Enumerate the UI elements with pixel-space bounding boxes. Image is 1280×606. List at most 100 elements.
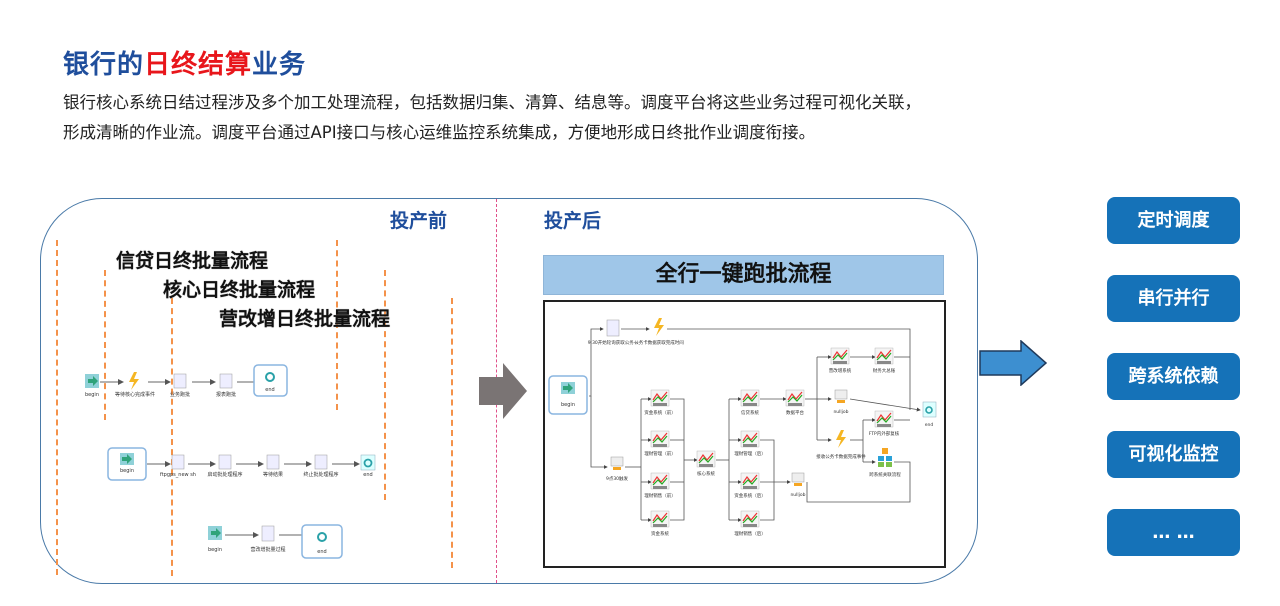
job-icon (314, 454, 328, 470)
flow1: begin 等待核心完成事件 业务跑批 报表跑批 end (85, 364, 288, 398)
svg-text:报表跑批: 报表跑批 (216, 391, 236, 398)
svg-text:begin: begin (208, 547, 222, 553)
svg-text:等待结果: 等待结果 (263, 471, 283, 478)
nulljob-1: nulljob (833, 389, 849, 415)
feature-serial-parallel: 串行并行 (1107, 275, 1240, 322)
system-node-core: 核心系统 (696, 450, 715, 477)
system-node-wealth_sales_pre: 理财销售（前） (644, 472, 676, 499)
svg-text:nulljob: nulljob (790, 492, 805, 498)
guide-line (56, 240, 58, 575)
title-suffix: 业务 (252, 50, 307, 80)
nulljob-2: nulljob (790, 472, 806, 498)
title-highlight: 日终结算 (144, 50, 253, 80)
svg-text:end: end (317, 549, 326, 555)
guide-line (336, 240, 338, 410)
system-node-wealth_mgmt_pre: 理财管理（前） (644, 430, 676, 457)
system-node-fund_post: 资金系统（后） (734, 472, 766, 499)
job-icon (261, 525, 275, 542)
event-icon (654, 318, 664, 336)
svg-text:财务大总账: 财务大总账 (873, 367, 896, 374)
timer-job-icon (606, 319, 620, 337)
feature-more: … … (1107, 509, 1240, 556)
svg-text:公务卡数据获取完成时间: 公务卡数据获取完成时间 (634, 339, 684, 346)
process-label-vat: 营改增日终批量流程 (219, 308, 391, 330)
system-node-fund_pre: 资金系统（前） (644, 389, 676, 416)
svg-text:end: end (265, 387, 274, 393)
svg-text:begin: begin (120, 468, 134, 474)
system-node-vat: 营改增系统 (829, 347, 852, 374)
feature-visual-monitor: 可视化监控 (1107, 431, 1240, 478)
system-node-wealth_mgmt_post: 理财管理（后） (734, 430, 766, 457)
svg-text:理财销售（后）: 理财销售（后） (734, 530, 766, 537)
after-end-node: end (922, 401, 937, 428)
feature-cross-system: 跨系统依赖 (1107, 353, 1240, 400)
svg-text:FTP内外部复核: FTP内外部复核 (869, 430, 900, 437)
svg-text:资金系统: 资金系统 (651, 530, 669, 537)
svg-text:等待核心完成事件: 等待核心完成事件 (115, 391, 155, 398)
card-event-icon (836, 430, 846, 448)
svg-text:9点30触发: 9点30触发 (606, 475, 629, 482)
end-icon (265, 372, 275, 382)
process-label-core: 核心日终批量流程 (163, 279, 316, 301)
system-node-treasury: 资金系统 (650, 510, 669, 537)
svg-text:nulljob: nulljob (833, 409, 848, 415)
svg-text:end: end (363, 472, 372, 478)
before-flows: begin 等待核心完成事件 业务跑批 报表跑批 end begin ftpgp… (85, 364, 376, 559)
feature-scheduled: 定时调度 (1107, 197, 1240, 244)
svg-text:begin: begin (561, 402, 575, 408)
svg-text:理财管理（前）: 理财管理（前） (644, 450, 676, 457)
comparison-panel (40, 198, 978, 584)
svg-text:资金系统（前）: 资金系统（前） (644, 409, 676, 416)
svg-text:数据平台: 数据平台 (786, 409, 804, 416)
svg-text:启动批处理程序: 启动批处理程序 (207, 471, 242, 478)
process-label-credit: 信贷日终批量流程 (116, 250, 269, 272)
flow2: begin ftpgps_new sh 启动批处理程序 等待结果 终止批处理程序… (107, 447, 376, 481)
svg-text:begin: begin (85, 392, 99, 398)
system-node-finance: 财务大总账 (873, 347, 896, 374)
svg-text:核心系统: 核心系统 (697, 470, 715, 477)
related-flow-icon (878, 448, 892, 467)
transition-arrow-icon (479, 363, 527, 419)
page-title: 银行的日终结算业务 (63, 44, 306, 81)
job-icon (171, 454, 185, 470)
result-arrow-icon (979, 340, 1048, 386)
trigger-node: 9点30触发 (606, 456, 629, 482)
flow3: begin 营改增批量过程 end (208, 524, 343, 559)
event-icon (129, 372, 139, 390)
end-icon (360, 454, 376, 471)
svg-text:信贷系统: 信贷系统 (741, 409, 759, 416)
job-icon (219, 373, 233, 389)
after-begin-node: begin (548, 375, 588, 415)
after-header: 投产后 (544, 210, 602, 232)
guide-line (104, 270, 106, 420)
job-icon (218, 454, 232, 470)
system-node-wealth_sales_post: 理财销售（后） (734, 510, 766, 537)
before-header: 投产前 (390, 210, 448, 232)
system-node-ftp: FTP内外部复核 (869, 410, 900, 437)
after-flow-svg: begin 9:30开始轮询获取公务一 公务卡数据获取完成时间 9点30触发 资… (548, 318, 937, 537)
svg-text:理财销售（前）: 理财销售（前） (644, 492, 676, 499)
title-prefix: 银行的 (63, 50, 145, 80)
svg-text:接收公务卡数据完成事件: 接收公务卡数据完成事件 (816, 453, 866, 460)
svg-text:营改增批量过程: 营改增批量过程 (250, 546, 285, 553)
job-icon (266, 454, 280, 470)
job-icon (173, 373, 187, 389)
description: 银行核心系统日结过程涉及多个加工处理流程，包括数据归集、清算、结息等。调度平台将… (63, 88, 921, 148)
guide-line (451, 298, 453, 568)
description-line-1: 银行核心系统日结过程涉及多个加工处理流程，包括数据归集、清算、结息等。调度平台将… (63, 93, 921, 112)
guide-line (384, 270, 386, 500)
svg-text:理财管理（后）: 理财管理（后） (734, 450, 766, 457)
system-node-data_platform: 数据平台 (785, 389, 804, 416)
svg-text:资金系统（后）: 资金系统（后） (734, 492, 766, 499)
after-flow-diagram: begin 9:30开始轮询获取公务一 公务卡数据获取完成时间 9点30触发 资… (543, 300, 946, 568)
svg-text:终止批处理程序: 终止批处理程序 (303, 471, 338, 478)
svg-text:end: end (925, 422, 934, 428)
svg-text:ftpgps_new sh: ftpgps_new sh (160, 472, 196, 478)
after-banner: 全行一键跑批流程 (543, 255, 944, 295)
system-node-credit: 信贷系统 (740, 389, 759, 416)
guide-line (171, 298, 173, 576)
svg-text:营改增系统: 营改增系统 (829, 367, 852, 374)
svg-text:跨系统关联流程: 跨系统关联流程 (869, 471, 901, 478)
svg-text:业务跑批: 业务跑批 (170, 391, 190, 398)
description-line-2: 形成清晰的作业流。调度平台通过API接口与核心运维监控系统集成，方便地形成日终批… (63, 123, 816, 142)
